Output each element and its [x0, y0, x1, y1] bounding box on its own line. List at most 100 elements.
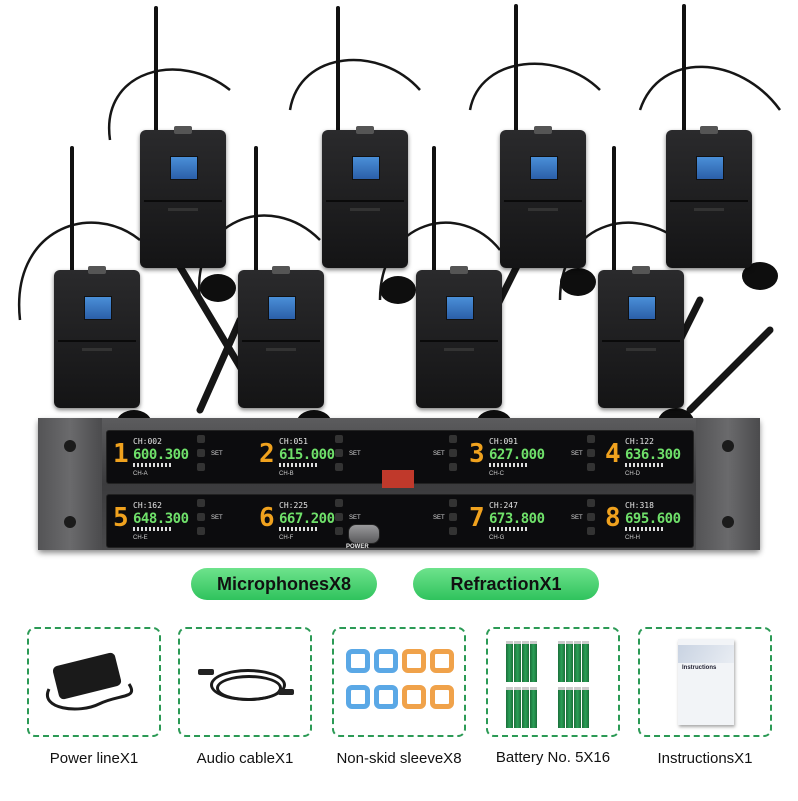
- channel-lcd: CH:318 695.600: [625, 501, 693, 533]
- signal-bars: [625, 463, 665, 467]
- channel-code: CH:162: [133, 501, 162, 510]
- rack-hole: [722, 440, 734, 452]
- accessory-box-power: [27, 627, 161, 737]
- accessory-label: InstructionsX1: [657, 750, 753, 767]
- accessory-box-sleeve: [332, 627, 466, 737]
- bodypack-transmitter: [416, 266, 502, 408]
- channel-lcd: CH:247 673.800: [489, 501, 557, 533]
- bodypack-transmitter: [500, 126, 586, 268]
- set-label: SET: [433, 451, 445, 457]
- channel-frequency: 695.600: [625, 511, 681, 527]
- channel-code: CH:225: [279, 501, 308, 510]
- channel-code: CH:247: [489, 501, 518, 510]
- channel-buttons[interactable]: [449, 499, 459, 541]
- pack-seam: [242, 340, 320, 342]
- bodypack-transmitter: [598, 266, 684, 408]
- antenna: [432, 146, 436, 272]
- pack-grip: [694, 208, 724, 211]
- pack-grip: [350, 208, 380, 211]
- set-label: SET: [211, 515, 223, 521]
- bodypack-transmitter: [322, 126, 408, 268]
- pack-lcd: [628, 296, 656, 320]
- antenna: [336, 6, 340, 132]
- pack-lcd: [696, 156, 724, 180]
- accessory-box-cable: [178, 627, 312, 737]
- antenna: [514, 4, 518, 132]
- receiver-pill: RefractionX1: [413, 568, 599, 600]
- set-label: SET: [349, 515, 361, 521]
- channel-label: CH-G: [489, 535, 505, 541]
- set-label: SET: [571, 515, 583, 521]
- channel-frequency: 648.300: [133, 511, 189, 527]
- channel-number: 4: [605, 439, 621, 469]
- channel-buttons[interactable]: [587, 499, 597, 541]
- channel-code: CH:091: [489, 437, 518, 446]
- channel-label: CH-D: [625, 471, 640, 477]
- rack-hole: [64, 516, 76, 528]
- channel-number: 7: [469, 503, 485, 533]
- signal-bars: [489, 527, 529, 531]
- pack-seam: [504, 200, 582, 202]
- channel-lcd: CH:051 615.000: [279, 437, 347, 469]
- channel-display: 3 CH:091 627.000 CH-C: [467, 435, 597, 479]
- pack-grip: [444, 348, 474, 351]
- channel-label: CH-F: [279, 535, 294, 541]
- channel-buttons[interactable]: [197, 499, 207, 541]
- manual-icon: Instructions: [678, 639, 734, 725]
- channel-number: 6: [259, 503, 275, 533]
- pack-lcd: [268, 296, 296, 320]
- receiver-unit: 1 CH:002 600.300 CH-A SET 2 CH:051 615.0…: [38, 418, 760, 550]
- set-label: SET: [349, 451, 361, 457]
- set-label: SET: [433, 515, 445, 521]
- channel-buttons[interactable]: [449, 435, 459, 477]
- channel-code: CH:051: [279, 437, 308, 446]
- rack-ear-right: [696, 418, 760, 550]
- antenna: [254, 146, 258, 272]
- pack-lcd: [170, 156, 198, 180]
- channel-frequency: 627.000: [489, 447, 545, 463]
- channel-buttons[interactable]: [335, 499, 345, 541]
- channel-frequency: 615.000: [279, 447, 335, 463]
- pack-grip: [168, 208, 198, 211]
- pack-lcd: [352, 156, 380, 180]
- channel-display: 4 CH:122 636.300 CH-D: [603, 435, 733, 479]
- channel-number: 3: [469, 439, 485, 469]
- rack-hole: [64, 440, 76, 452]
- channel-label: CH-A: [133, 471, 148, 477]
- accessory-label: Power lineX1: [49, 750, 139, 767]
- accessory-label: Battery No. 5X16: [495, 749, 611, 766]
- pack-grip: [266, 348, 296, 351]
- pack-seam: [420, 340, 498, 342]
- pack-seam: [326, 200, 404, 202]
- channel-buttons[interactable]: [587, 435, 597, 477]
- pack-grip: [528, 208, 558, 211]
- bodypack-transmitter: [140, 126, 226, 268]
- channel-display: 6 CH:225 667.200 CH-F: [257, 499, 387, 543]
- receiver-panel-bottom: 5 CH:162 648.300 CH-E SET 6 CH:225 667.2…: [106, 494, 694, 548]
- antenna: [612, 146, 616, 272]
- channel-buttons[interactable]: [197, 435, 207, 477]
- antenna: [682, 4, 686, 132]
- channel-number: 8: [605, 503, 621, 533]
- channel-code: CH:122: [625, 437, 654, 446]
- brand-badge: [382, 470, 414, 488]
- power-button[interactable]: [348, 524, 380, 544]
- antenna: [154, 6, 158, 132]
- power-label: POWER: [346, 544, 369, 550]
- channel-lcd: CH:122 636.300: [625, 437, 693, 469]
- channel-label: CH-B: [279, 471, 294, 477]
- set-label: SET: [571, 451, 583, 457]
- channel-display: 8 CH:318 695.600 CH-H: [603, 499, 733, 543]
- pack-seam: [144, 200, 222, 202]
- pack-lcd: [530, 156, 558, 180]
- channel-frequency: 600.300: [133, 447, 189, 463]
- channel-buttons[interactable]: [335, 435, 345, 477]
- channel-display: 7 CH:247 673.800 CH-G: [467, 499, 597, 543]
- set-label: SET: [211, 451, 223, 457]
- channel-display: 2 CH:051 615.000 CH-B: [257, 435, 387, 479]
- pack-seam: [602, 340, 680, 342]
- channel-frequency: 673.800: [489, 511, 545, 527]
- channel-lcd: CH:091 627.000: [489, 437, 557, 469]
- channel-frequency: 667.200: [279, 511, 335, 527]
